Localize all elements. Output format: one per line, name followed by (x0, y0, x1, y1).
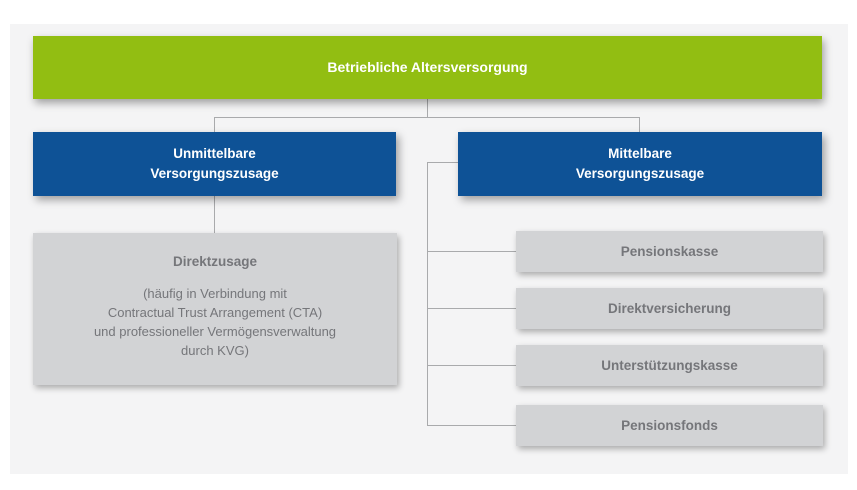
connector-leaf-3 (427, 425, 516, 426)
left-branch-title-line2: Versorgungszusage (150, 166, 279, 181)
right-branch-title-line1: Mittelbare (608, 145, 672, 161)
left-branch-title-line1: Unmittelbare (173, 145, 256, 161)
direktzusage-title: Direktzusage (172, 254, 258, 269)
leaf-label-direktversicherung: Direktversicherung (607, 301, 732, 316)
node-pensionsfonds: Pensionsfonds (516, 405, 823, 446)
connector-top-horizontal (214, 117, 640, 118)
node-direktzusage: Direktzusage (häufig in Verbindung mit C… (33, 233, 397, 385)
node-root-label: Betriebliche Altersversorgung (327, 59, 528, 75)
connector-leaf-2 (427, 365, 516, 366)
node-betriebliche-altersversorgung: Betriebliche Altersversorgung (33, 36, 822, 99)
direktzusage-note-line-2: Contractual Trust Arrangement (CTA) (107, 305, 323, 320)
node-direktversicherung: Direktversicherung (516, 288, 823, 329)
leaf-label-pensionsfonds: Pensionsfonds (621, 418, 718, 433)
connector-left-child-drop (214, 196, 215, 233)
connector-right-vertical-bus (427, 162, 428, 425)
connector-right-branch-out (427, 162, 458, 163)
diagram-canvas: Betriebliche Altersversorgung Unmittelba… (10, 24, 848, 474)
direktzusage-note-line-4: durch KVG) (181, 343, 249, 358)
connector-leaf-0 (427, 251, 516, 252)
leaf-label-pensionskasse: Pensionskasse (620, 244, 719, 259)
node-unterstuetzungskasse: Unterstützungskasse (516, 345, 823, 386)
connector-leaf-1 (427, 308, 516, 309)
direktzusage-note-line-3: und professioneller Vermögensverwaltung (93, 324, 337, 339)
node-mittelbare-versorgungszusage: Mittelbare Versorgungszusage (458, 132, 822, 196)
connector-root-stem (427, 99, 428, 117)
connector-left-branch-drop (214, 117, 215, 132)
leaf-label-unterstuetzungskasse: Unterstützungskasse (601, 358, 738, 373)
direktzusage-note-line-1: (häufig in Verbindung mit (143, 286, 287, 301)
direktzusage-note: (häufig in Verbindung mit Contractual Tr… (33, 284, 397, 360)
node-pensionskasse: Pensionskasse (516, 231, 823, 272)
right-branch-title-line2: Versorgungszusage (575, 166, 705, 181)
connector-right-branch-drop (639, 117, 640, 132)
node-unmittelbare-versorgungszusage: Unmittelbare Versorgungszusage (33, 132, 396, 196)
